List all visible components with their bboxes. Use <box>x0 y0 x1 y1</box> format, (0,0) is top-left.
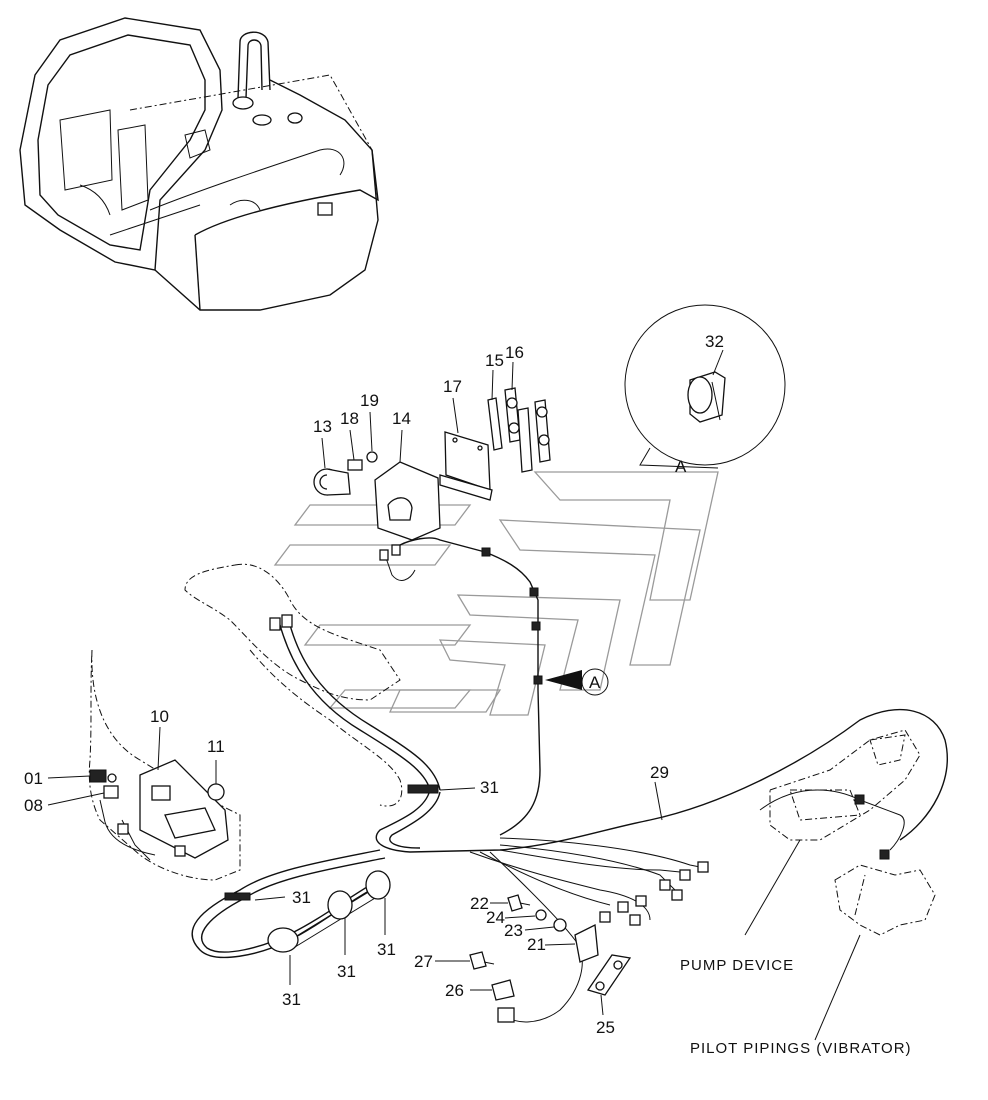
detail-marker-a <box>545 668 609 696</box>
callout-15: 15 <box>485 351 504 370</box>
gauge-assembly <box>313 361 551 836</box>
console-panel <box>47 726 229 861</box>
watermark-logo <box>273 471 719 716</box>
callout-08: 08 <box>24 796 43 815</box>
detail-circle-a <box>624 304 786 469</box>
callout-29: 29 <box>650 763 669 782</box>
callout-19: 19 <box>360 391 379 410</box>
callout-31: 31 <box>282 990 301 1009</box>
caption-pilot-pipings: PILOT PIPINGS (VIBRATOR) <box>690 1040 912 1057</box>
callout-24: 24 <box>486 908 505 927</box>
callout-10: 10 <box>150 707 169 726</box>
callout-31: 31 <box>377 940 396 959</box>
callout-11: 11 <box>207 737 225 756</box>
detail-label-a: A <box>675 457 687 476</box>
callout-01: 01 <box>24 769 43 788</box>
callout-17: 17 <box>443 377 462 396</box>
main-harness <box>191 614 948 1023</box>
callout-31: 31 <box>337 962 356 981</box>
machine-overview <box>19 17 379 311</box>
callout-14: 14 <box>392 409 411 428</box>
callout-22: 22 <box>470 894 489 913</box>
callout-27: 27 <box>414 952 433 971</box>
caption-pump-device: PUMP DEVICE <box>680 957 794 974</box>
callout-32: 32 <box>705 332 724 351</box>
callout-26: 26 <box>445 981 464 1000</box>
callout-21: 21 <box>527 935 546 954</box>
pilot-piping <box>814 864 936 1041</box>
detail-marker-label: A <box>589 673 601 692</box>
callout-25: 25 <box>596 1018 615 1037</box>
callout-18: 18 <box>340 409 359 428</box>
callout-31: 31 <box>480 778 499 797</box>
leader-lines <box>254 781 663 985</box>
bracket-parts <box>435 894 632 1016</box>
callout-13: 13 <box>313 417 332 436</box>
seat-outline <box>88 563 403 881</box>
callout-23: 23 <box>504 921 523 940</box>
pump-device <box>744 729 921 936</box>
callout-16: 16 <box>505 343 524 362</box>
callout-labels: 01 08 10 11 13 14 15 16 17 18 19 21 22 2… <box>24 332 724 1037</box>
callout-31: 31 <box>292 888 311 907</box>
